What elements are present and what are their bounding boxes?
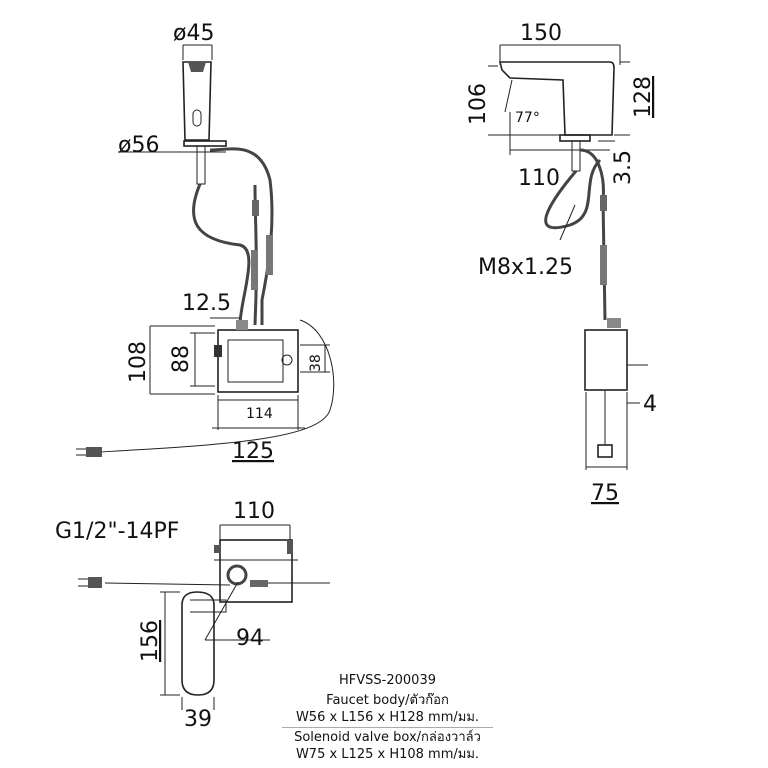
dim-thread: M8x1.25 bbox=[478, 255, 573, 280]
dim-box-width-outer: 125 bbox=[232, 439, 274, 464]
dim-box-height-outer: 108 bbox=[126, 341, 151, 383]
dim-offset: 12.5 bbox=[182, 291, 231, 316]
dim-bracket: 4 bbox=[643, 392, 657, 417]
front-view bbox=[76, 44, 335, 457]
spec-info: HFVSS-200039 Faucet body/ตัวก๊อก W56 x L… bbox=[270, 672, 505, 763]
dim-box-depth: 75 bbox=[591, 481, 619, 506]
dim-body-width: 39 bbox=[184, 707, 212, 732]
dim-angle: 77° bbox=[515, 110, 540, 126]
faucet-body bbox=[182, 61, 212, 141]
dim-flange-diameter: ø56 bbox=[118, 133, 159, 158]
top-view bbox=[78, 524, 330, 710]
solenoid-box-top bbox=[219, 539, 293, 603]
dim-box-height-inner: 88 bbox=[169, 345, 194, 373]
dim-flange-thickness: 3.5 bbox=[611, 150, 636, 185]
dim-body-length: 156 bbox=[138, 620, 163, 662]
dim-box-side: 38 bbox=[308, 354, 324, 372]
side-view bbox=[488, 44, 648, 470]
faucet-top bbox=[181, 591, 215, 696]
dim-total-height: 128 bbox=[631, 76, 656, 118]
power-plug-icon bbox=[76, 447, 102, 457]
flange bbox=[183, 140, 227, 147]
valve-label: Solenoid valve box/กล่องวาล์ว bbox=[294, 730, 481, 745]
dim-depth: 94 bbox=[236, 626, 264, 651]
dim-spout-height: 106 bbox=[466, 83, 491, 125]
dim-connector: G1/2"-14PF bbox=[55, 519, 179, 544]
solenoid-box bbox=[217, 329, 299, 393]
dim-top-diameter: ø45 bbox=[173, 21, 214, 46]
dim-box-width-inner: 114 bbox=[246, 406, 273, 422]
solenoid-box-side bbox=[584, 329, 628, 391]
dim-length: 150 bbox=[520, 21, 562, 46]
dim-base: 110 bbox=[518, 166, 560, 191]
dim-top-box-width: 110 bbox=[233, 499, 275, 524]
divider bbox=[282, 727, 493, 728]
faucet-dims: W56 x L156 x H128 mm/มม. bbox=[295, 710, 480, 725]
model-number: HFVSS-200039 bbox=[339, 673, 436, 688]
faucet-side bbox=[498, 61, 615, 136]
sensor-eye bbox=[188, 62, 206, 72]
valve-dims: W75 x L125 x H108 mm/มม. bbox=[295, 747, 480, 762]
power-plug-icon bbox=[78, 577, 102, 588]
faucet-label: Faucet body/ตัวก๊อก bbox=[326, 693, 449, 708]
